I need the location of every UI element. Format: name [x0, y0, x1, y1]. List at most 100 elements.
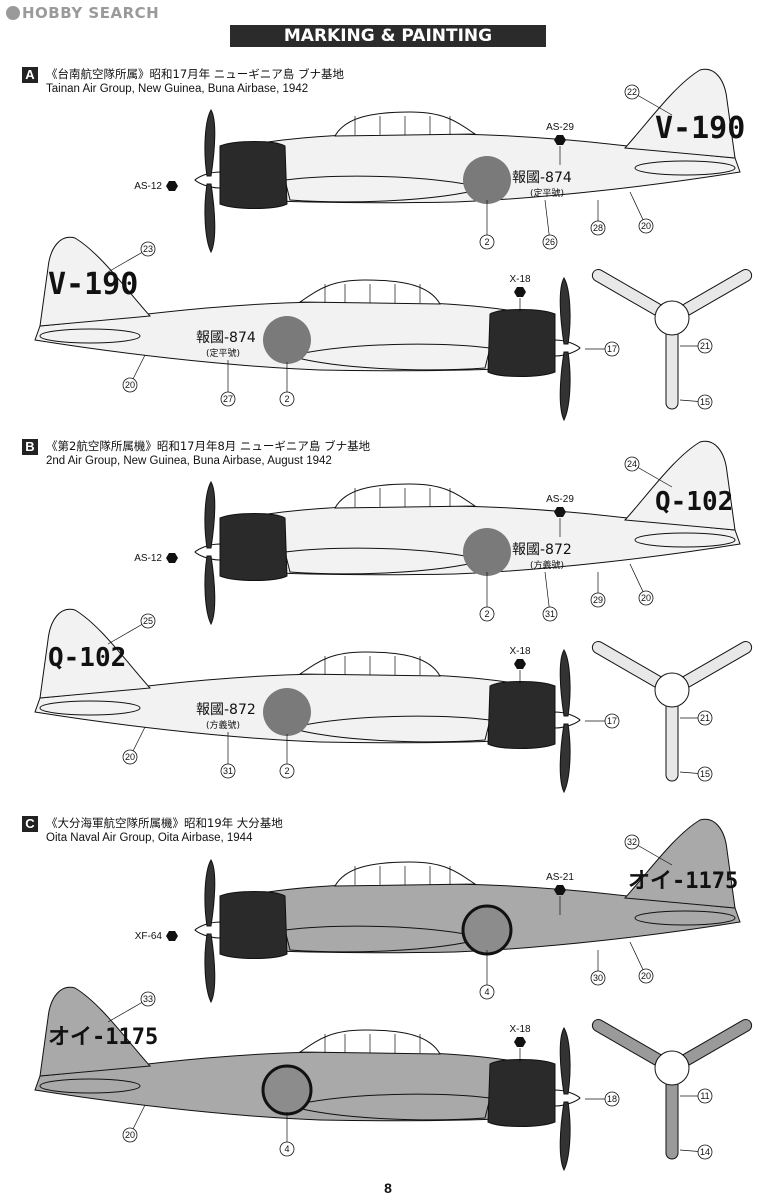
scheme-title-en: 2nd Air Group, New Guinea, Buna Airbase,…: [46, 455, 332, 467]
callout-number: 2: [484, 609, 489, 619]
callout-circle: [697, 338, 713, 354]
paint-code: X-18: [509, 1024, 531, 1035]
callout-circle: [604, 341, 620, 357]
propeller-blade: [559, 723, 571, 794]
callout-circle: [697, 1088, 713, 1104]
leader-line: [631, 91, 673, 116]
callout-number: 23: [143, 244, 153, 254]
callout-circle: [697, 710, 713, 726]
callout-circle: [590, 220, 606, 236]
tailplane: [39, 700, 141, 716]
leader-line: [107, 248, 149, 273]
page-title: MARKING & PAINTING: [230, 25, 546, 47]
hinomaru-roundel: [263, 688, 311, 736]
leader-line: [631, 463, 673, 488]
callout-circle: [590, 970, 606, 986]
callout-number: 22: [627, 87, 637, 97]
callout-number: 15: [700, 397, 710, 407]
callout-number: 20: [641, 971, 651, 981]
engine-cowl: [219, 141, 288, 209]
propeller-blade: [559, 1027, 571, 1095]
callout-circle: [140, 241, 156, 257]
callout-circle: [624, 84, 640, 100]
callout-circle: [279, 763, 295, 779]
callout-circle: [624, 456, 640, 472]
callout-circle: [122, 749, 138, 765]
aircraft-profile-right: [34, 608, 581, 794]
callout-circle: [697, 394, 713, 410]
propeller-blade: [559, 277, 571, 345]
tail-fin: [39, 986, 152, 1077]
callout-circle: [590, 592, 606, 608]
fuselage-code: 報國-872: [512, 542, 572, 558]
callout-number: 30: [593, 973, 603, 983]
propeller-front-view: [591, 269, 753, 410]
callout-circle: [220, 391, 236, 407]
scheme-title-en: Oita Naval Air Group, Oita Airbase, 1944: [46, 832, 253, 844]
callout-circle: [542, 234, 558, 250]
tail-fin: [623, 440, 736, 531]
engine-cowl: [487, 1059, 556, 1127]
callout-number: 2: [484, 237, 489, 247]
callout-circle: [604, 713, 620, 729]
callout-circle: [279, 1141, 295, 1157]
tail-code: V-190: [48, 267, 138, 302]
aircraft-profile-right: [34, 986, 581, 1172]
scheme-letter: B: [22, 439, 38, 455]
propeller-front-view: [591, 1019, 753, 1160]
propeller-blade: [559, 351, 571, 422]
engine-cowl: [219, 513, 288, 581]
callout-circle: [479, 984, 495, 1000]
tail-fin: [623, 818, 736, 909]
callout-number: 27: [223, 394, 233, 404]
paint-hex-icon: [554, 507, 566, 517]
paint-hex-icon: [554, 885, 566, 895]
tail-code: オイ-1175: [628, 869, 738, 894]
callout-number: 2: [284, 766, 289, 776]
callout-circle: [479, 234, 495, 250]
paint-hex-icon: [166, 931, 178, 941]
paint-code: AS-12: [134, 553, 162, 564]
callout-number: 32: [627, 837, 637, 847]
spinner-front: [654, 1050, 690, 1086]
callout-number: 26: [545, 237, 555, 247]
fuselage-subtitle: (定平號): [530, 187, 564, 199]
callout-number: 20: [641, 221, 651, 231]
paint-code: X-18: [509, 646, 531, 657]
callout-number: 4: [484, 987, 489, 997]
paint-hex-icon: [514, 287, 526, 297]
callout-number: 29: [593, 595, 603, 605]
callout-number: 17: [607, 344, 617, 354]
tailplane: [39, 328, 141, 344]
spinner-front: [654, 672, 690, 708]
page-number: 8: [384, 1180, 392, 1196]
callout-number: 11: [700, 1091, 709, 1101]
fuselage-code: 報國-874: [512, 170, 572, 186]
callout-number: 17: [607, 716, 617, 726]
tail-fin: [39, 608, 152, 699]
callout-circle: [140, 991, 156, 1007]
callout-number: 33: [143, 994, 153, 1004]
scheme-letter: C: [22, 816, 38, 832]
callout-circle: [279, 391, 295, 407]
callout-circle: [479, 606, 495, 622]
paint-hex-icon: [166, 181, 178, 191]
paint-code: AS-29: [546, 122, 574, 133]
callout-circle: [140, 613, 156, 629]
callout-circle: [638, 968, 654, 984]
spinner-front: [654, 300, 690, 336]
tail-fin: [39, 236, 152, 327]
propeller-blade: [204, 555, 216, 626]
propeller-blade: [204, 933, 216, 1004]
callout-number: 20: [641, 593, 651, 603]
callout-circle: [122, 1127, 138, 1143]
propeller-blade: [204, 183, 216, 254]
engine-cowl: [219, 891, 288, 959]
paint-hex-icon: [514, 1037, 526, 1047]
propeller-blade: [204, 109, 216, 177]
scheme-title-jp: 《第2航空隊所属機》昭和17月年8月 ニューギニア島 ブナ基地: [46, 439, 371, 453]
propeller-front-view: [591, 641, 753, 782]
tail-code: V-190: [655, 111, 745, 146]
